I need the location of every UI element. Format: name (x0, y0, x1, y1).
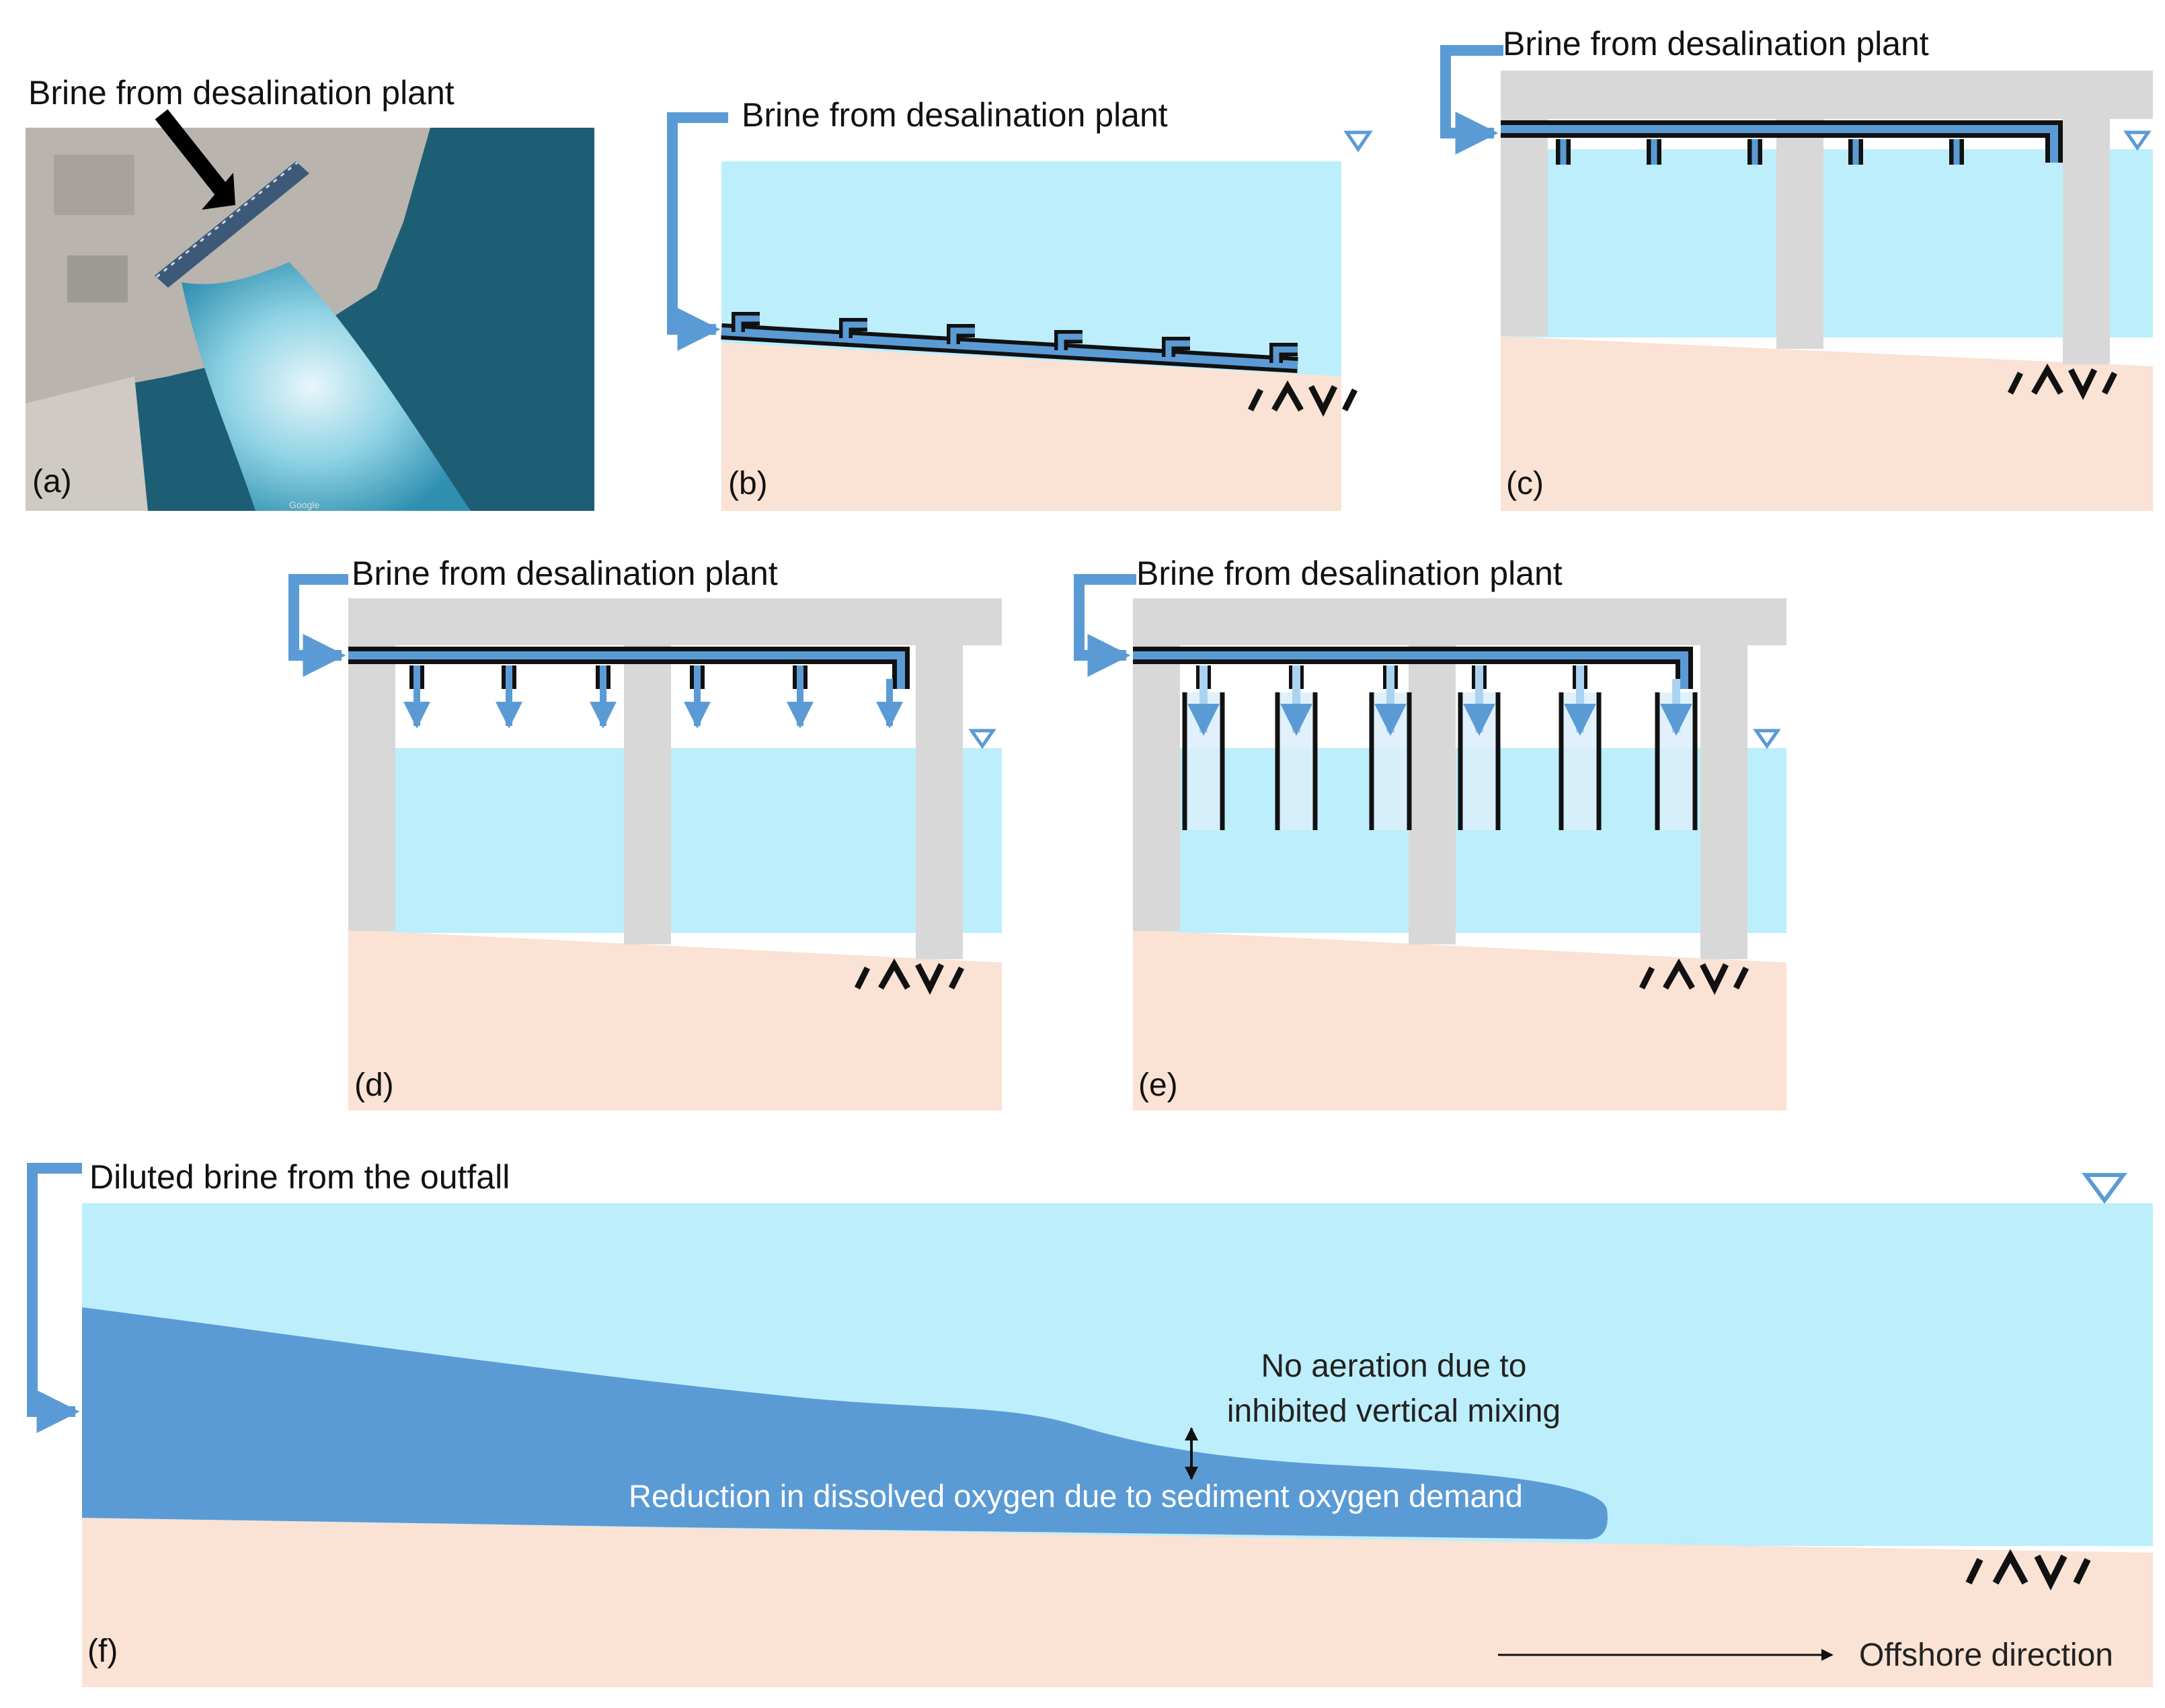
panel-c-title: Brine from desalination plant (1503, 25, 1929, 63)
outfall-structure (155, 161, 309, 288)
panel-b: Brine from desalination plant (b) (667, 96, 1373, 511)
panel-f-label: (f) (87, 1633, 118, 1669)
seabed (1133, 930, 1786, 1110)
pile (1501, 119, 1548, 336)
panel-e-label: (e) (1138, 1067, 1178, 1103)
pile (1776, 119, 1823, 349)
deck-pipe (348, 651, 905, 689)
flow-arrow-icon (27, 1163, 82, 1433)
flow-arrow-icon (667, 112, 728, 351)
photo-watermark: Google (289, 499, 319, 510)
seabed (1501, 336, 2153, 511)
panel-a-label: (a) (32, 464, 72, 499)
water-body (348, 748, 1002, 933)
water-body (1501, 149, 2153, 337)
deck-pipe (1133, 651, 1688, 689)
oxygen-reduction-note: Reduction in dissolved oxygen due to sed… (629, 1478, 1523, 1514)
panel-f: Diluted brine from the outfall No aerati… (27, 1158, 2153, 1687)
pile (1133, 645, 1180, 931)
pile (1409, 645, 1456, 944)
flow-arrow-icon (1074, 574, 1136, 677)
panel-d-label: (d) (354, 1067, 394, 1103)
deck-pipe (1501, 125, 2058, 163)
seabed-pipe (721, 327, 1298, 369)
pile (624, 645, 671, 944)
dense-brine-plume (82, 1307, 1608, 1539)
no-aeration-line-1: No aeration due to (1261, 1348, 1527, 1384)
water-level-marker-icon (1343, 130, 1373, 153)
panel-f-title: Diluted brine from the outfall (89, 1158, 510, 1196)
panel-e-title: Brine from desalination plant (1136, 555, 1563, 592)
seabed (348, 930, 1002, 1110)
water-body (721, 161, 1341, 376)
panel-c-label: (c) (1506, 466, 1544, 501)
brine-plume-photo (182, 262, 471, 511)
seabed-hatch-icon (1639, 958, 1749, 995)
water-level-marker-icon (1753, 729, 1781, 749)
panel-c: Brine from desalination plant (c) (1440, 25, 2153, 511)
pile (1700, 645, 1747, 959)
pile (916, 645, 963, 959)
land-lower (26, 376, 148, 511)
pile (2063, 119, 2110, 364)
seabed-hatch-icon (1965, 1549, 2091, 1591)
no-aeration-line-2: inhibited vertical mixing (1227, 1393, 1561, 1429)
jetty-deck (1133, 598, 1786, 645)
seabed-hatch-icon (854, 958, 965, 995)
pile (348, 645, 395, 931)
panel-a: Brine from desalination plant (a) Google (26, 74, 594, 511)
pointer-arrow-icon (202, 173, 235, 210)
seabed-hatch-icon (2007, 363, 2118, 401)
seabed (82, 1518, 2153, 1687)
panel-d: Brine from desalination plant (d) (288, 555, 1002, 1110)
flow-arrow-icon (288, 574, 348, 677)
shaft-walls (1182, 692, 1698, 830)
water-level-marker-icon (968, 729, 996, 749)
panel-b-label: (b) (728, 466, 768, 501)
seabed (721, 343, 1341, 511)
offshore-direction-label: Offshore direction (1859, 1637, 2113, 1673)
flow-arrow-icon (1440, 45, 1503, 155)
water-level-marker-icon (2082, 1173, 2127, 1205)
panel-b-title: Brine from desalination plant (742, 96, 1168, 134)
jetty-deck (1501, 71, 2153, 119)
panel-a-title: Brine from desalination plant (28, 74, 455, 112)
seabed-hatch-icon (1247, 380, 1358, 417)
jetty-deck (348, 598, 1002, 645)
panel-e: Brine from desalination plant (1074, 555, 1786, 1110)
panel-d-title: Brine from desalination plant (352, 555, 778, 592)
water-level-marker-icon (2123, 130, 2152, 151)
